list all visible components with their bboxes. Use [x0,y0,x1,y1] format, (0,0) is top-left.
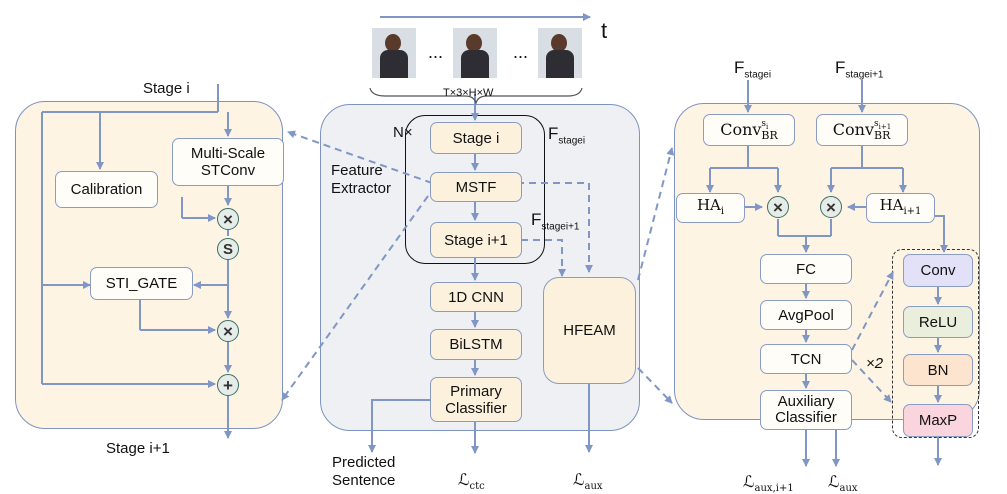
maxp-box: MaxP [903,404,973,437]
repeat-label: N× [393,124,413,141]
left-stage-in-label: Stage i [143,80,190,97]
f-stage-i1-label: Fstagei+1 [531,210,580,233]
calibration-box: Calibration [55,171,158,208]
loss-aux-right-label: ℒaux [828,472,858,494]
loss-aux-i1-label: ℒaux,i+1 [743,472,794,494]
multiply-op-2: × [217,320,239,342]
relu-box: ReLU [903,306,973,338]
f-stage-i-label: Fstagei [548,124,586,147]
loss-ctc-label: ℒctc [458,470,485,493]
s-op: S [217,238,239,260]
bn-box: BN [903,354,973,386]
primary-classifier-box: Primary Classifier [430,377,522,422]
ha-i-box: HAi [676,193,745,223]
avgpool-box: AvgPool [760,300,852,330]
fc-box: FC [760,254,852,284]
hfeam-box: HFEAM [543,277,636,384]
times2-label: ×2 [866,355,884,372]
video-frame-2 [453,28,497,78]
auxiliary-classifier-box: Auxiliary Classifier [760,390,852,430]
loss-aux-center-label: ℒaux [573,470,603,493]
stage-i-box: Stage i [430,122,522,154]
ha-i1-box: HAi+1 [866,193,935,223]
predicted-sentence-label: Predicted Sentence [332,454,396,489]
video-frame-1 [372,28,416,78]
feature-extractor-label: Feature Extractor [331,162,392,197]
input-shape-label: T×3×H×W [443,87,494,99]
time-label: t [601,18,608,43]
stage-i1-box: Stage i+1 [430,222,522,258]
sti-gate-box: STI_GATE [90,267,193,300]
ellipsis-2: ... [513,42,529,62]
multiply-op-right-1: × [767,196,789,218]
f-stage-i-right-label: Fstagei [734,58,772,81]
tcn-box: TCN [760,344,852,374]
f-stage-i1-right-label: Fstagei+1 [835,58,884,81]
conv-block-box: Conv [903,254,973,287]
bilstm-box: BiLSTM [430,329,522,360]
multiscale-stconv-box: Multi-Scale STConv [172,138,284,186]
add-op: + [217,374,239,396]
block-group-box [892,249,979,438]
multiply-op-right-2: × [820,196,842,218]
video-frame-3 [538,28,582,78]
left-stage-out-label: Stage i+1 [106,440,170,457]
cnn1d-box: 1D CNN [430,282,522,312]
ellipsis-1: ... [428,42,444,62]
mstf-box: MSTF [430,172,522,202]
multiply-op-1: × [217,208,239,230]
